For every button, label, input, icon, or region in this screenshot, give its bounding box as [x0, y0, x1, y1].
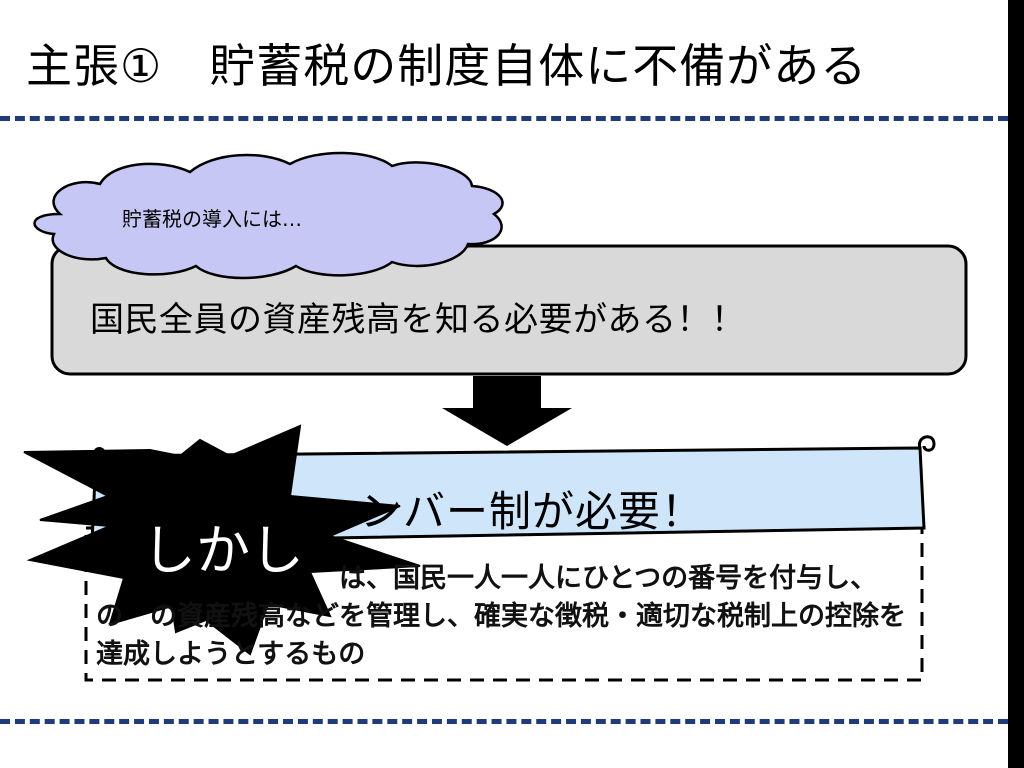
top-dashed-divider: [0, 116, 1008, 121]
right-edge-strip: [1008, 0, 1024, 768]
bottom-dashed-divider: [0, 719, 1008, 724]
thought-cloud: [33, 151, 504, 280]
slide-title: 主張① 貯蓄税の制度自体に不備がある: [26, 39, 868, 93]
banner-text: ンバー制が必要！: [360, 487, 705, 536]
requirement-text: 国民全員の資産残高を知る必要がある！！: [90, 300, 746, 340]
requirement-box: [50, 244, 968, 376]
shikashi-starburst: [23, 424, 421, 656]
arrow-down-icon: [442, 376, 572, 446]
definition-text: は、国民一人一人にひとつの番号を付与し、 の の資産残高などを管理し、確実な徴税…: [96, 563, 906, 670]
cloud-text: 貯蓄税の導入には…: [122, 207, 302, 231]
starburst-text: しかし: [142, 519, 304, 582]
